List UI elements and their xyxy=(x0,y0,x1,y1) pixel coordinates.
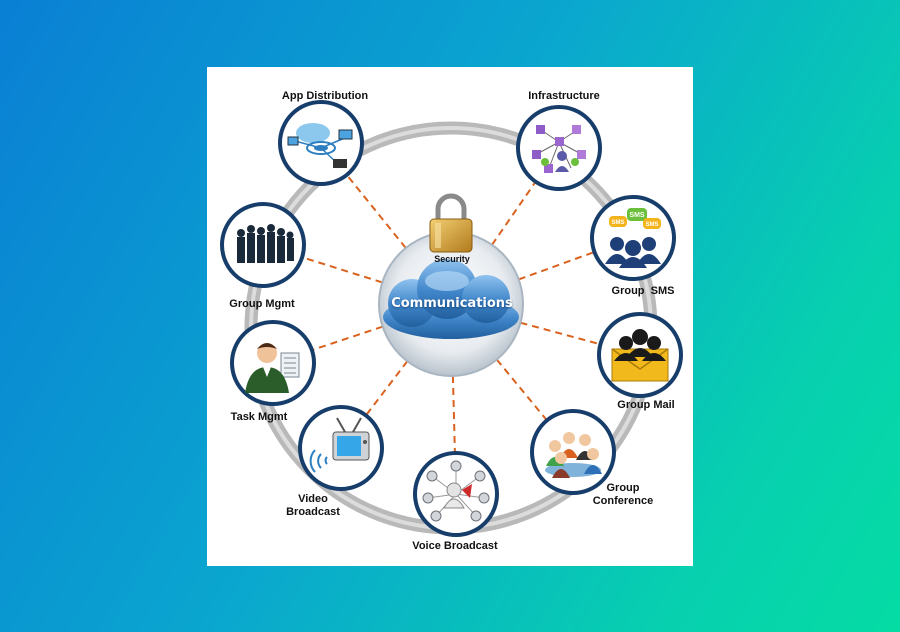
label-video-broadcast: Video Broadcast xyxy=(277,493,349,519)
label-group-conference-line1: Group xyxy=(587,482,659,495)
security-label: Security xyxy=(417,254,487,264)
diagram-card: SMS SMS SMS xyxy=(207,67,693,566)
sms-bubble-label: SMS xyxy=(611,220,624,226)
communications-label: Communications xyxy=(377,296,527,311)
label-task-mgmt: Task Mgmt xyxy=(219,411,299,424)
label-video-broadcast-line1: Video xyxy=(277,493,349,506)
label-group-conference-line2: Conference xyxy=(587,495,659,508)
node-voice-broadcast xyxy=(415,453,497,535)
label-voice-broadcast: Voice Broadcast xyxy=(400,540,510,553)
label-group-conference: Group Conference xyxy=(587,482,659,508)
label-app-distribution: App Distribution xyxy=(270,90,380,103)
label-group-mail: Group Mail xyxy=(607,399,685,412)
node-app-distribution xyxy=(280,102,362,184)
lock-icon xyxy=(430,196,472,252)
label-group-mgmt: Group Mgmt xyxy=(219,298,305,311)
node-group-sms: SMS SMS SMS xyxy=(592,197,674,279)
node-infrastructure xyxy=(518,107,600,189)
node-group-conference xyxy=(532,411,614,493)
sms-bubble-label: SMS xyxy=(629,212,645,219)
sms-bubble-label: SMS xyxy=(645,222,658,228)
node-group-mail xyxy=(599,314,681,396)
label-group-sms: Group SMS xyxy=(602,285,684,298)
node-group-mgmt xyxy=(222,204,304,286)
node-task-mgmt xyxy=(232,322,314,404)
label-infrastructure: Infrastructure xyxy=(519,90,609,103)
label-video-broadcast-line2: Broadcast xyxy=(277,506,349,519)
node-video-broadcast xyxy=(300,407,382,489)
